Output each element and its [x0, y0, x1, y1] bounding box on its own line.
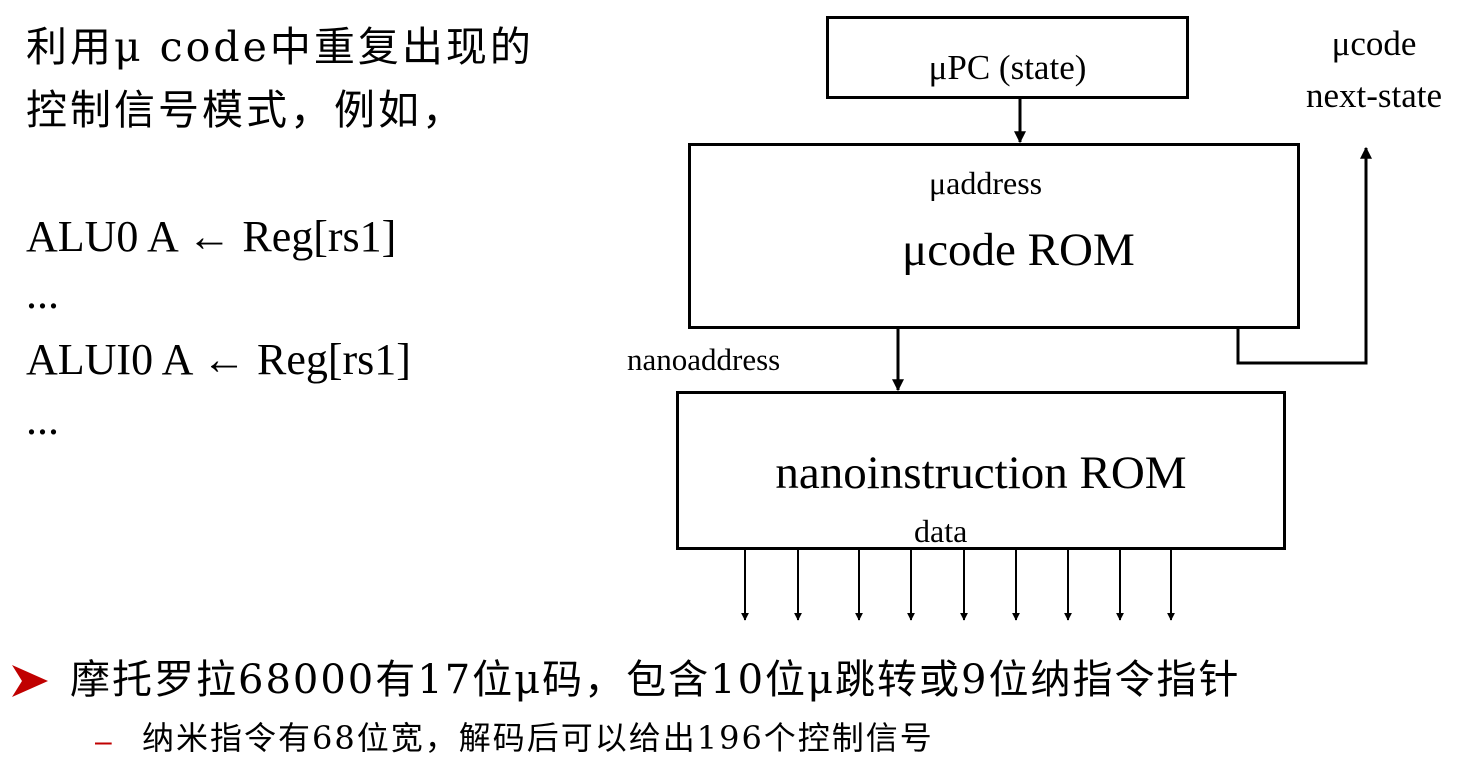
nanoinstruction-rom-box: nanoinstruction ROM data	[676, 391, 1286, 550]
code-line-alu0: ALU0 A ← Reg[rs1]	[26, 212, 397, 261]
ucode-rom-box: μaddress μcode ROM	[688, 143, 1300, 329]
code-line-ellipsis-2: ...	[26, 395, 59, 444]
upc-box: μPC (state)	[826, 16, 1189, 99]
nanoinstruction-rom-label: nanoinstruction ROM	[775, 447, 1187, 499]
sub-bullet-dash: –	[95, 725, 112, 758]
upc-label: μPC (state)	[928, 48, 1087, 87]
nanoaddress-label: nanoaddress	[627, 342, 781, 377]
ucode-rom-label: μcode ROM	[902, 224, 1135, 276]
ucode-next-state-label-line-1: μcode	[1331, 24, 1417, 63]
next-state-feedback-arrow	[1236, 146, 1372, 365]
ucode-next-state-label-line-2: next-state	[1305, 76, 1443, 115]
code-line-alui0: ALUI0 A ← Reg[rs1]	[26, 335, 411, 384]
intro-line-2: 控制信号模式，例如，	[26, 86, 466, 134]
bullet-main-text: 摩托罗拉68000有17位μ码，包含10位μ跳转或9位纳指令指针	[70, 657, 1241, 703]
bullet-sub-text: 纳米指令有68位宽，解码后可以给出196个控制信号	[142, 719, 934, 757]
code-line-ellipsis-1: ...	[26, 269, 59, 318]
data-label: data	[914, 513, 968, 549]
intro-line-1: 利用μ code中重复出现的	[26, 23, 534, 71]
uaddress-label: μaddress	[929, 165, 1043, 201]
bullet-arrow-icon	[12, 665, 48, 697]
data-output-arrows	[741, 550, 1175, 621]
